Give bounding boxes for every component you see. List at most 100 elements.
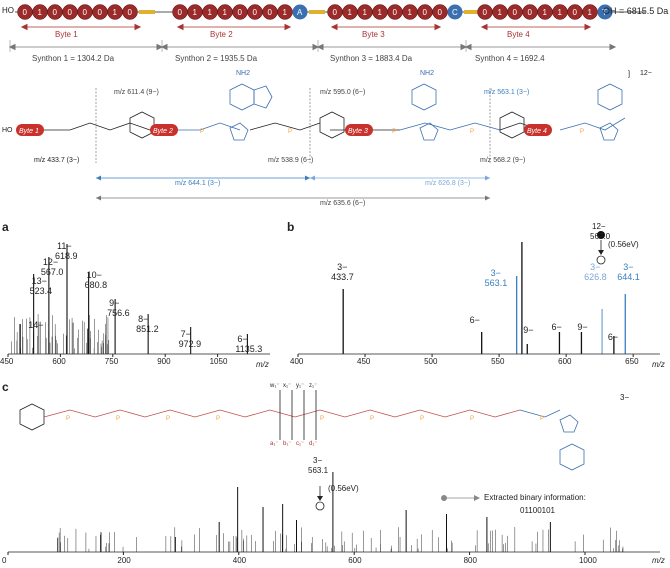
bead-bit-2-3: 1: [378, 8, 383, 17]
structure-ho: HO: [2, 127, 13, 134]
panel-c-xunit: m/z: [652, 556, 665, 565]
bead-bit-0-5: 0: [98, 8, 103, 17]
bead-cap-letter-2: C: [452, 8, 458, 17]
bead-bit-0-2: 0: [53, 8, 58, 17]
panel-a-peak-charge-6: 8−: [138, 314, 148, 324]
synthon-4-label: Synthon 4 = 1692.4: [475, 54, 545, 63]
bead-bit-3-7: 1: [588, 8, 593, 17]
bead-bit-1-7: 1: [283, 8, 288, 17]
panel-a-xtick-1: 600: [52, 357, 65, 366]
panel-b-xunit: m/z: [652, 360, 665, 369]
bracket-bottom-1: b₁⁻: [283, 440, 292, 447]
bead-bit-1-6: 0: [268, 8, 273, 17]
panel-a-peak-value-6: 851.2: [136, 324, 159, 334]
panel-b-peak-charge-4: 6−: [470, 315, 480, 325]
panel-a-xtick-3: 900: [157, 357, 170, 366]
bead-bit-1-1: 1: [193, 8, 198, 17]
panel-c-xtick-5: 1000: [579, 556, 597, 565]
panel-a-xunit: m/z: [256, 360, 269, 369]
synthon-3-label: Synthon 3 = 1883.4 Da: [330, 54, 412, 63]
panel-a-xtick-2: 750: [105, 357, 118, 366]
bracket-bottom-2: c₁⁻: [296, 440, 304, 447]
svg-text:P: P: [66, 416, 70, 422]
bead-bit-1-4: 0: [238, 8, 243, 17]
panel-a-peak-charge-3: 11−: [57, 241, 72, 251]
frag-433: m/z 433.7 (3−): [34, 157, 79, 164]
bead-bit-3-4: 1: [543, 8, 548, 17]
bead-bit-1-0: 0: [178, 8, 183, 17]
byte-3-label: Byte 3: [362, 30, 385, 39]
panel-c-charge: 3−: [620, 393, 629, 402]
panel-b-energy: (0.56eV): [608, 240, 639, 249]
frag-626: m/z 626.8 (3−): [425, 180, 470, 187]
panel-c-xtick-1: 200: [117, 556, 130, 565]
nh2-label-2: NH2: [420, 70, 434, 77]
bracket-top-0: w₁⁻: [270, 382, 280, 389]
bead-bit-0-0: 0: [23, 8, 28, 17]
frag-611: m/z 611.4 (9−): [114, 89, 159, 96]
panel-a-peak-value-7: 972.9: [179, 339, 202, 349]
panel-b-peak-value-2: 626.8: [584, 272, 607, 282]
bead-bit-2-5: 1: [408, 8, 413, 17]
svg-text:P: P: [216, 416, 220, 422]
panel-a-peak-charge-0: 14−: [28, 320, 43, 330]
frag-563: m/z 563.1 (3−): [484, 89, 529, 96]
svg-text:P: P: [420, 416, 424, 422]
panel-a-peak-charge-5: 9−: [109, 298, 119, 308]
bracket-bottom-0: a₁⁻: [270, 440, 279, 447]
panel-b-peak-charge-1: 3−: [491, 268, 501, 278]
synthon-1-label: Synthon 1 = 1304.2 Da: [32, 54, 114, 63]
bead-bit-3-0: 0: [483, 8, 488, 17]
panel-a-peak-charge-1: 13−: [32, 276, 47, 286]
panel-a-peak-value-8: 1135.3: [235, 344, 262, 354]
bead-bit-2-6: 0: [423, 8, 428, 17]
panel-b-peak-charge-0: 3−: [337, 262, 347, 272]
bead-cap-letter-1: A: [297, 8, 303, 17]
svg-text:P: P: [116, 416, 120, 422]
svg-text:P: P: [200, 129, 204, 135]
bead-bit-1-3: 1: [223, 8, 228, 17]
bead-bit-1-2: 1: [208, 8, 213, 17]
bead-bit-2-7: 0: [438, 8, 443, 17]
extracted-binary-bits: 01100101: [520, 506, 555, 515]
panel-b-precursor-charge: 12−: [592, 222, 606, 231]
panel-b-xtick-3: 550: [491, 357, 504, 366]
panel-a-xtick-4: 1050: [210, 357, 228, 366]
panel-c-xtick-0: 0: [2, 556, 6, 565]
svg-text:]: ]: [628, 71, 630, 78]
linker-1: [309, 10, 325, 14]
byte-1-label: Byte 1: [55, 30, 78, 39]
panel-a-peak-value-1: 523.4: [30, 286, 53, 296]
synthon-2-label: Synthon 2 = 1935.5 Da: [175, 54, 257, 63]
panel-c-xtick-3: 600: [348, 556, 361, 565]
svg-text:P: P: [540, 416, 544, 422]
bead-bit-0-4: 0: [83, 8, 88, 17]
svg-text:P: P: [580, 129, 584, 135]
svg-text:P: P: [470, 129, 474, 135]
bead-bit-0-3: 0: [68, 8, 73, 17]
linker-0: [139, 10, 155, 14]
frag-595: m/z 595.0 (6−): [320, 89, 365, 96]
panel-c-precursor-value: 563.1: [308, 466, 328, 475]
panel-b-peak-charge-3: 3−: [623, 262, 633, 272]
svg-text:P: P: [392, 129, 396, 135]
panel-b-peak-value-3: 644.1: [617, 272, 640, 282]
structure-byte-tag-1: Byte 1: [19, 128, 39, 135]
bracket-top-3: z₁⁻: [309, 382, 317, 389]
frag-568: m/z 568.2 (9−): [480, 157, 525, 164]
panel-b-xtick-4: 600: [558, 357, 571, 366]
bead-bit-3-3: 0: [528, 8, 533, 17]
frag-644: m/z 644.1 (3−): [175, 180, 220, 187]
panel-a-peak-value-2: 567.0: [41, 267, 64, 277]
bead-bit-3-5: 1: [558, 8, 563, 17]
structure-byte-tag-2: Byte 2: [153, 128, 173, 135]
panel-b-peak-charge-5: 9−: [523, 325, 533, 335]
panel-c-structure-and-spectrum: PPP PPP PPP: [0, 380, 670, 568]
panel-b-peak-charge-6: 6−: [551, 322, 561, 332]
frag-635: m/z 635.6 (6−): [320, 200, 365, 207]
panel-b-peak-charge-8: 6−: [608, 332, 618, 342]
oh-terminus-mass: OH = 6815.5 Da: [603, 6, 668, 16]
svg-text:P: P: [370, 416, 374, 422]
structure-charge: 12−: [640, 70, 652, 77]
panel-b-xtick-5: 650: [625, 357, 638, 366]
